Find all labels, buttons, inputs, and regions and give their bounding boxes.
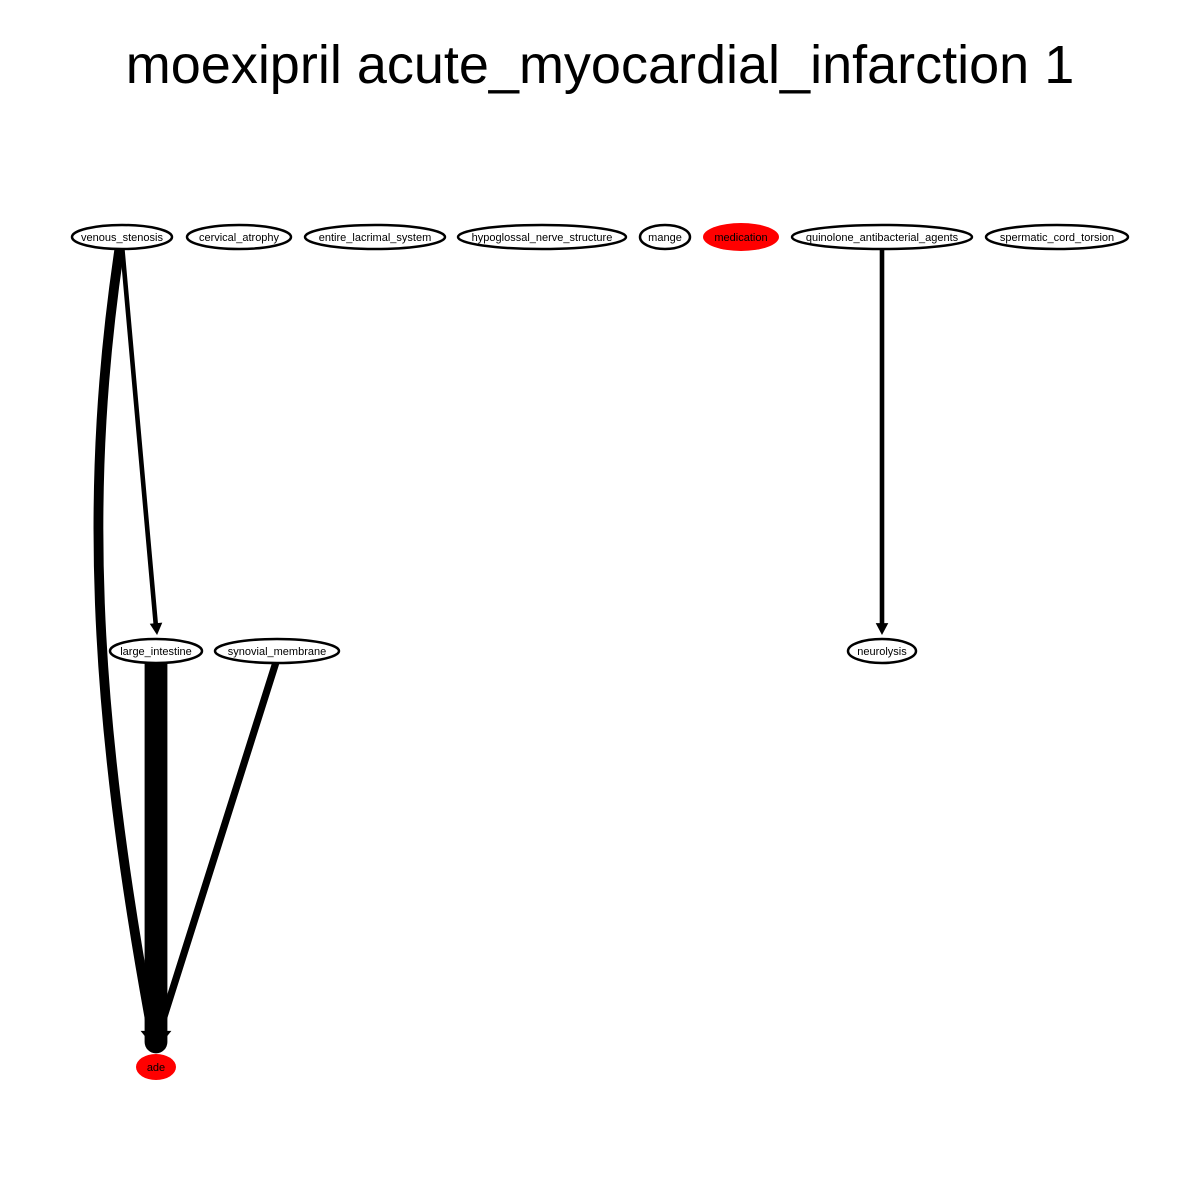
node-medication[interactable]: medication [703, 223, 779, 251]
node-ade[interactable]: ade [136, 1054, 176, 1080]
edge-layer [93, 240, 889, 1054]
node-label: quinolone_antibacterial_agents [806, 232, 959, 244]
node-label: neurolysis [857, 646, 907, 658]
node-shape [213, 637, 341, 665]
node-label: entire_lacrimal_system [319, 232, 431, 244]
node-shape [703, 223, 779, 251]
edge-quinolone_antibacterial_agents-to-neurolysis [875, 242, 889, 635]
node-label: spermatic_cord_torsion [1000, 232, 1114, 244]
node-shape [790, 223, 974, 251]
edge-line [152, 655, 281, 1046]
edge-large_intestine-to-ade [140, 647, 172, 1054]
node-shape [638, 223, 692, 251]
edge-synovial_membrane-to-ade [148, 655, 281, 1050]
node-quinolone-antibacterial-agents[interactable]: quinolone_antibacterial_agents [790, 223, 974, 251]
node-neurolysis[interactable]: neurolysis [846, 637, 918, 665]
node-label: synovial_membrane [228, 646, 326, 658]
node-shape [846, 637, 918, 665]
node-spermatic-cord-torsion[interactable]: spermatic_cord_torsion [984, 223, 1130, 251]
node-label: venous_stenosis [81, 232, 163, 244]
edge-line [119, 242, 159, 630]
diagram-title: moexipril acute_myocardial_infarction 1 [125, 35, 1075, 95]
edge-line [93, 240, 159, 1047]
node-synovial-membrane[interactable]: synovial_membrane [213, 637, 341, 665]
edge-venous_stenosis-to-large_intestine [119, 242, 163, 635]
node-cervical-atrophy[interactable]: cervical_atrophy [185, 223, 293, 251]
node-shape [456, 223, 628, 251]
node-shape [984, 223, 1130, 251]
node-layer: venous_stenosis cervical_atrophy entire_la… [70, 223, 1130, 1080]
node-label: large_intestine [120, 646, 192, 658]
node-shape [185, 223, 293, 251]
node-shape [70, 223, 174, 251]
node-large-intestine[interactable]: large_intestine [108, 637, 204, 665]
node-label: medication [714, 232, 767, 244]
edge-arrowhead [875, 623, 889, 635]
node-hypoglossal-nerve-structure[interactable]: hypoglossal_nerve_structure [456, 223, 628, 251]
node-mange[interactable]: mange [638, 223, 692, 251]
node-shape [303, 223, 447, 251]
edge-arrowhead [148, 1035, 164, 1050]
node-shape [108, 637, 204, 665]
node-label: hypoglossal_nerve_structure [472, 232, 613, 244]
node-venous-stenosis[interactable]: venous_stenosis [70, 223, 174, 251]
edge-arrowhead [149, 622, 163, 635]
node-label: cervical_atrophy [199, 232, 280, 244]
node-entire-lacrimal-system[interactable]: entire_lacrimal_system [303, 223, 447, 251]
node-shape [136, 1054, 176, 1080]
node-label: ade [147, 1062, 165, 1074]
node-label: mange [648, 232, 682, 244]
